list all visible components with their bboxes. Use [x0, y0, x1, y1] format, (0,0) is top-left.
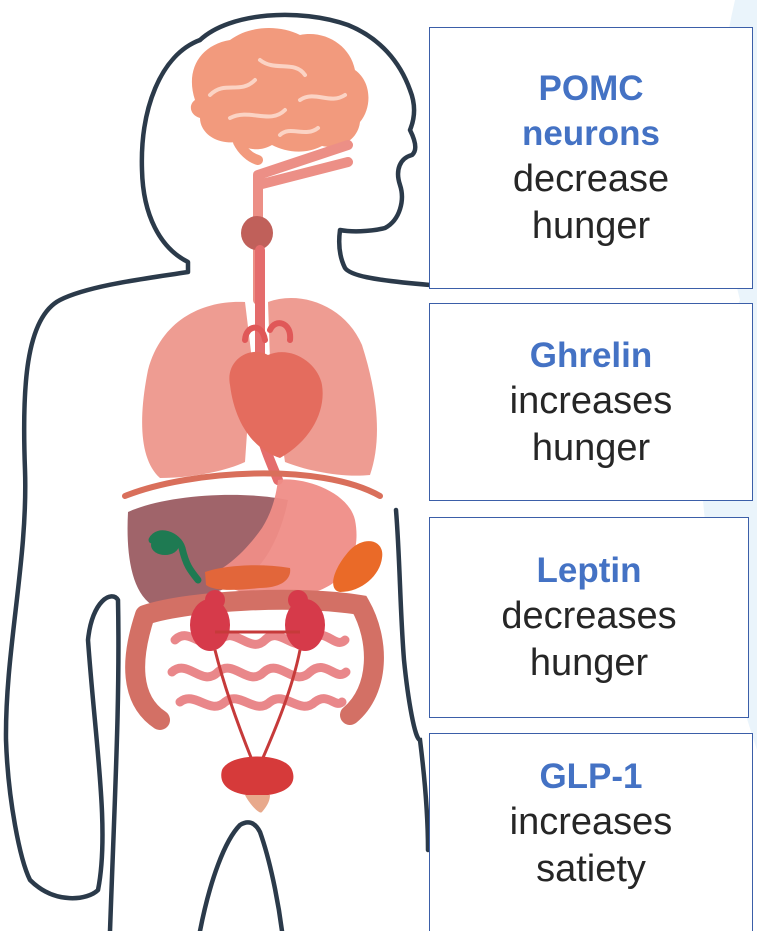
card-glp1: GLP-1 increases satiety: [429, 733, 753, 931]
legs-outline: [200, 822, 282, 931]
airway: [258, 145, 348, 300]
card-title: neurons: [522, 111, 660, 156]
thyroid-icon: [241, 216, 273, 250]
ureters: [215, 632, 300, 760]
card-title: Ghrelin: [530, 333, 653, 378]
torso-right-outline: [396, 510, 428, 850]
card-desc: hunger: [532, 425, 650, 472]
card-leptin: Leptin decreases hunger: [429, 517, 749, 718]
card-desc: increases: [510, 378, 673, 425]
card-desc: increases: [510, 799, 673, 846]
card-desc: hunger: [530, 640, 648, 687]
card-title: Leptin: [537, 548, 642, 593]
card-pomc: POMC neurons decrease hunger: [429, 27, 753, 289]
urethra: [245, 795, 270, 813]
card-desc: satiety: [536, 846, 646, 893]
card-title: GLP-1: [539, 754, 642, 799]
card-title: POMC: [539, 66, 644, 111]
gallbladder-sac: [151, 535, 179, 555]
card-desc: decrease: [513, 156, 669, 203]
card-ghrelin: Ghrelin increases hunger: [429, 303, 753, 501]
bladder-icon: [221, 757, 293, 797]
card-desc: decreases: [501, 593, 676, 640]
brain-icon: [191, 28, 369, 160]
card-desc: hunger: [532, 203, 650, 250]
